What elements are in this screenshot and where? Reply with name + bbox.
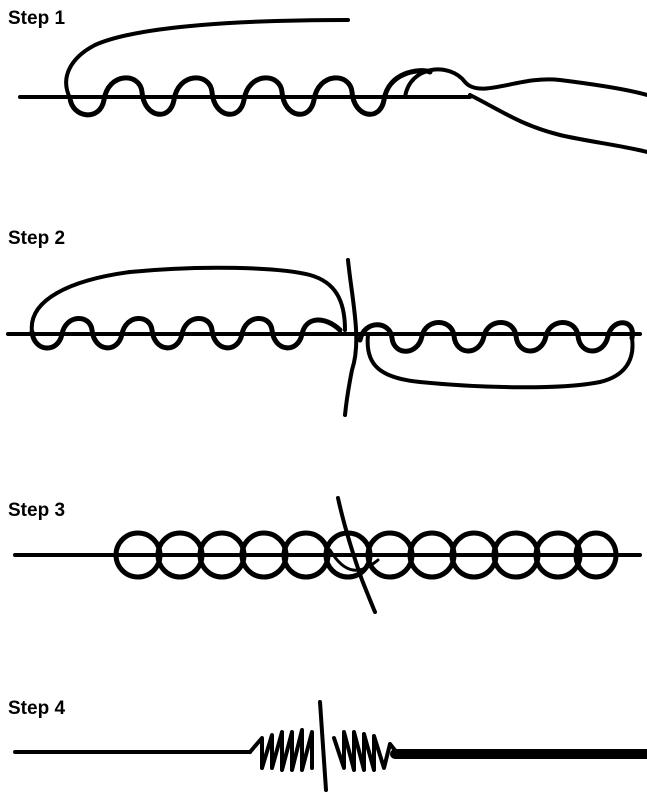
step-3-inner-strand	[328, 548, 380, 572]
step-4-panel: Step 4	[0, 690, 647, 794]
step-2-label: Step 2	[8, 228, 66, 249]
step-3-illustration	[13, 496, 642, 614]
step-2-illustration	[6, 258, 642, 417]
step-3-coils	[113, 530, 619, 580]
step-2-left-wraps	[29, 316, 343, 351]
step-2-panel: Step 2	[0, 220, 647, 430]
step-4-crossing-line	[318, 700, 328, 792]
step-1-wraps	[67, 68, 433, 118]
step-1-lower-strand	[468, 93, 647, 154]
step-2-right-wraps	[357, 320, 635, 354]
step-2-right-loop	[365, 333, 635, 390]
step-4-illustration	[13, 700, 647, 792]
step-4-label: Step 4	[8, 698, 66, 719]
step-1-panel: Step 1	[0, 0, 647, 200]
step-3-panel: Step 3	[0, 490, 647, 630]
step-2-left-loop	[29, 265, 347, 334]
step-2-crossing-line	[343, 258, 359, 417]
step-3-crossing-line	[336, 496, 377, 614]
step-3-label: Step 3	[8, 500, 66, 521]
step-1-label: Step 1	[8, 8, 66, 29]
step-4-coils	[248, 728, 400, 772]
step-1-upper-strand	[403, 67, 647, 99]
step-1-illustration	[18, 18, 647, 154]
step-1-tag-end	[64, 18, 350, 100]
